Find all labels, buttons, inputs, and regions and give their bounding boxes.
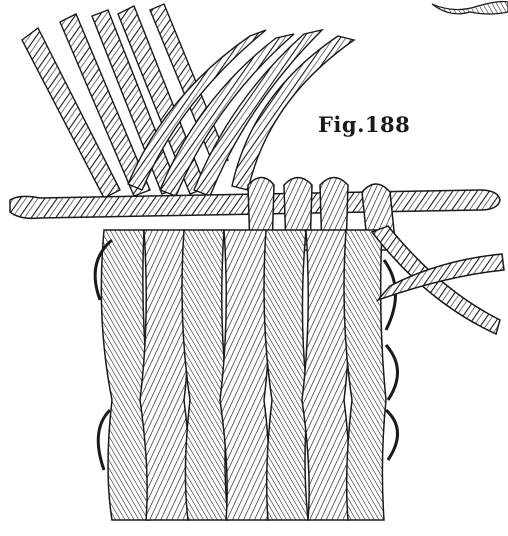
figure-caption: Fig.188 — [318, 112, 410, 137]
corner-scrap — [432, 2, 508, 15]
knotted-body — [101, 230, 386, 520]
upper-strands-left — [22, 4, 228, 198]
